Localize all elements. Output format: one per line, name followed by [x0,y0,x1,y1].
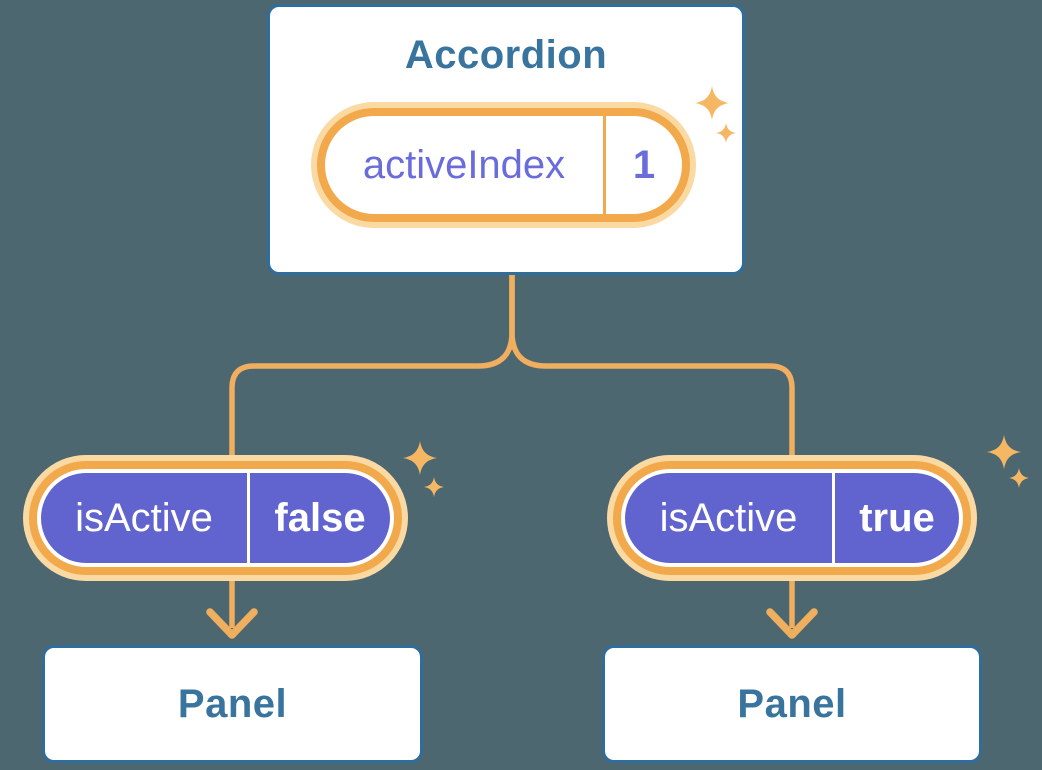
prop-name-label: isActive [659,495,798,540]
arrow-down-right-icon [766,608,818,639]
branch-left-line [229,270,515,628]
accordion-node: Accordion activeIndex 1 [267,4,745,275]
prop-name-cell: isActive [41,473,247,563]
prop-name-label: isActive [75,495,213,540]
sparkle-icon [424,477,444,497]
state-name-cell: activeIndex [325,116,603,214]
prop-pill-right: isActive true [607,455,977,581]
sparkle-icon [403,441,437,475]
prop-pill-ring: isActive false [29,461,402,575]
prop-pill-left: isActive false [23,455,408,581]
prop-pill-core: isActive true [625,473,959,563]
prop-value-label: false [274,495,366,540]
pill-divider [603,116,606,214]
panel-node-left: Panel [42,645,423,763]
panel-title: Panel [177,681,288,726]
panel-node-right: Panel [602,645,982,763]
prop-name-cell: isActive [625,473,832,563]
prop-value-cell: false [250,473,390,563]
pill-divider [832,473,835,563]
prop-pill-core: isActive false [41,473,390,563]
prop-value-label: true [859,495,935,540]
panel-title: Panel [737,681,847,726]
state-value-label: 1 [632,142,656,187]
prop-value-cell: true [835,473,959,563]
state-pill-ring: activeIndex 1 [317,108,690,222]
arrow-down-left-icon [206,608,258,639]
prop-pill-ring: isActive true [613,461,971,575]
sparkle-icon [987,435,1021,469]
pill-divider [247,473,250,563]
state-name-label: activeIndex [362,142,566,187]
sparkle-icon [716,123,736,143]
branch-right-line [509,270,795,628]
sparkle-icon [695,86,729,120]
sparkle-icon [1009,468,1029,488]
state-value-cell: 1 [606,116,682,214]
accordion-title: Accordion [404,33,608,77]
state-pill: activeIndex 1 [311,102,696,228]
